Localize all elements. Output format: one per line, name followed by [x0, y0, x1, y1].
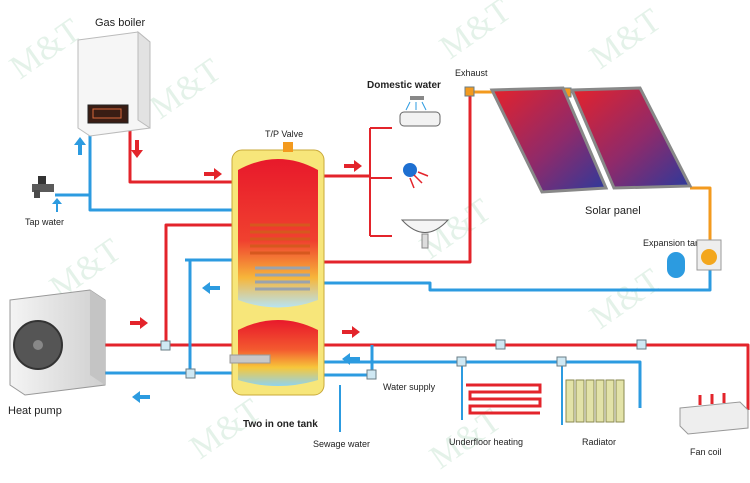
tank-lower-chamber — [238, 320, 318, 386]
fan-coil: Fan coil — [679, 393, 749, 457]
domestic-branch — [369, 127, 392, 237]
radiator: Radiator — [565, 379, 625, 447]
arrow-cold — [342, 353, 360, 365]
arrow-cold — [132, 391, 150, 403]
radiator-label: Radiator — [582, 437, 616, 447]
solar-pump — [696, 239, 722, 271]
valve — [185, 368, 196, 379]
valve — [456, 356, 467, 367]
valve — [366, 369, 377, 380]
solar-collector — [489, 86, 609, 194]
arrow-hot — [344, 160, 362, 172]
water-supply-label: Water supply — [383, 382, 436, 392]
expansion-tank: Expansion tank — [643, 238, 705, 278]
underfloor-heating: Underfloor heating — [449, 383, 542, 447]
heating-cold-branch — [461, 362, 641, 425]
heat-pump: Heat pump — [8, 289, 106, 417]
tap-water-label: Tap water — [25, 217, 64, 227]
tank-label: Two in one tank — [243, 419, 318, 430]
solar-collector — [569, 86, 693, 190]
domestic-water-group: Domestic water — [367, 80, 450, 249]
solar-hot-pipe — [318, 92, 472, 264]
heat-pump-label: Heat pump — [8, 405, 62, 417]
solar-coil — [255, 266, 310, 291]
solar-panel: Solar panel — [489, 86, 693, 217]
bathtub-icon — [399, 96, 441, 127]
sewage-water-label: Sewage water — [313, 439, 370, 449]
tp-valve-label: T/P Valve — [265, 129, 303, 139]
coil-feed-pipe — [164, 223, 240, 235]
pipe-network — [55, 90, 750, 432]
watermark: M&T — [433, 0, 518, 67]
watermark: M&T — [3, 12, 88, 87]
arrow-hot — [342, 326, 360, 338]
two-in-one-tank: Two in one tank — [229, 149, 325, 430]
arrow-cold — [202, 282, 220, 294]
watermark: M&T — [143, 52, 228, 127]
arrow-hot — [204, 168, 222, 180]
solar-return-pipe — [690, 186, 712, 240]
solar-panel-label: Solar panel — [585, 205, 641, 217]
flow-arrows — [52, 137, 362, 403]
gas-boiler: Gas boiler — [77, 17, 151, 137]
boiler-hot-pipe — [128, 130, 236, 184]
shower-icon — [403, 163, 429, 189]
gas-boiler-label: Gas boiler — [95, 17, 145, 29]
valve — [556, 356, 567, 367]
underfloor-heating-label: Underfloor heating — [449, 437, 523, 447]
arrow-cold — [52, 198, 62, 212]
tp-valve: T/P Valve — [265, 129, 303, 152]
tap-faucet: Tap water — [25, 176, 64, 227]
washbasin-icon — [400, 219, 450, 249]
domestic-water-label: Domestic water — [367, 80, 441, 91]
heat-exchanger-coil — [250, 223, 310, 255]
expansion-tank-label: Expansion tank — [643, 238, 705, 248]
arrow-hot — [130, 317, 148, 329]
solar-cold-pipe — [318, 270, 712, 292]
valve — [160, 340, 171, 351]
fan-coil-label: Fan coil — [690, 447, 722, 457]
boiler-return-pipe — [88, 135, 236, 212]
valve — [464, 86, 475, 97]
heating-hot-pipe — [318, 343, 750, 410]
boiler-display — [87, 104, 129, 124]
valve — [495, 339, 506, 350]
arrow-cold — [74, 137, 86, 155]
exhaust-label: Exhaust — [455, 68, 488, 78]
watermark: M&T — [583, 2, 668, 77]
watermark: M&T — [583, 262, 668, 337]
arrow-hot — [131, 140, 143, 158]
valve — [636, 339, 647, 350]
